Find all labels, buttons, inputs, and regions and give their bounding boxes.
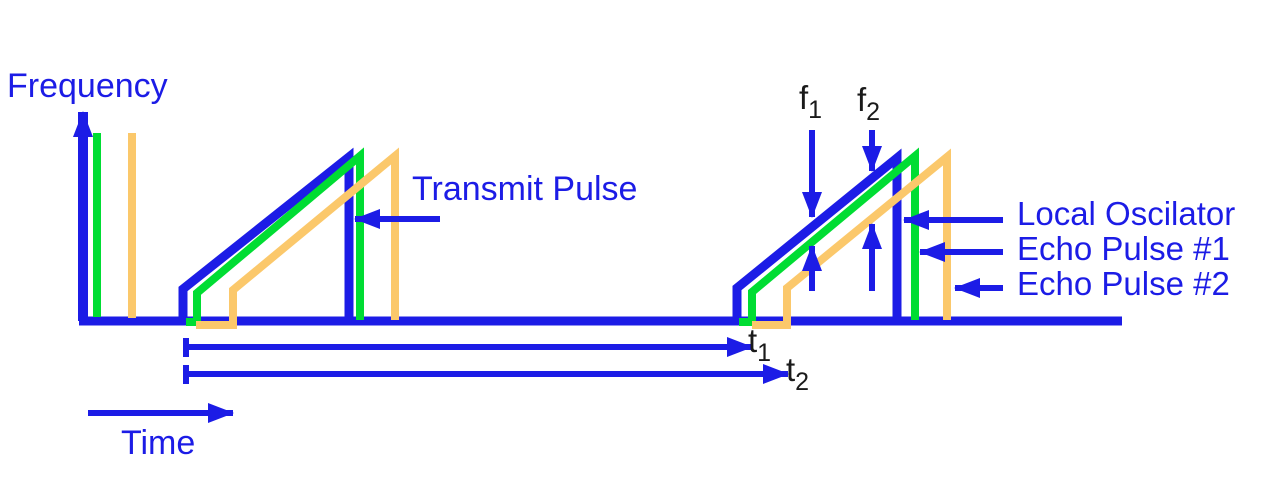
t2-label-base: t	[786, 351, 796, 388]
t1-label-base: t	[748, 322, 758, 359]
f2-label: f2	[857, 83, 880, 125]
transmit-pulse-label: Transmit Pulse	[412, 170, 638, 208]
pulse2-echo1-line	[739, 147, 919, 326]
t1-label-subscript: 1	[757, 339, 772, 367]
local-oscillator-label: Local Oscilator	[1017, 195, 1236, 232]
echo-pulse-1-label: Echo Pulse #1	[1017, 230, 1230, 267]
f1-label: f1	[799, 81, 822, 123]
t2-label-subscript: 2	[795, 368, 810, 396]
t1-label: t1	[748, 324, 771, 366]
frequency-axis-label: Frequency	[7, 67, 168, 105]
pulse1-echo1-line	[186, 147, 364, 326]
echo-pulse-2-label: Echo Pulse #2	[1017, 265, 1230, 302]
pulse1-echo2-line	[196, 147, 399, 329]
f1-label-base: f	[799, 79, 809, 116]
pulse2-echo2-line	[752, 148, 951, 329]
pulse2-local-oscillator-line	[732, 148, 902, 321]
f2-label-subscript: 2	[866, 98, 881, 126]
f1-label-subscript: 1	[808, 96, 823, 124]
f2-label-base: f	[857, 81, 867, 118]
pulse1-local-oscillator-line	[178, 147, 354, 321]
t2-label: t2	[786, 353, 809, 395]
time-axis-label: Time	[121, 424, 196, 462]
